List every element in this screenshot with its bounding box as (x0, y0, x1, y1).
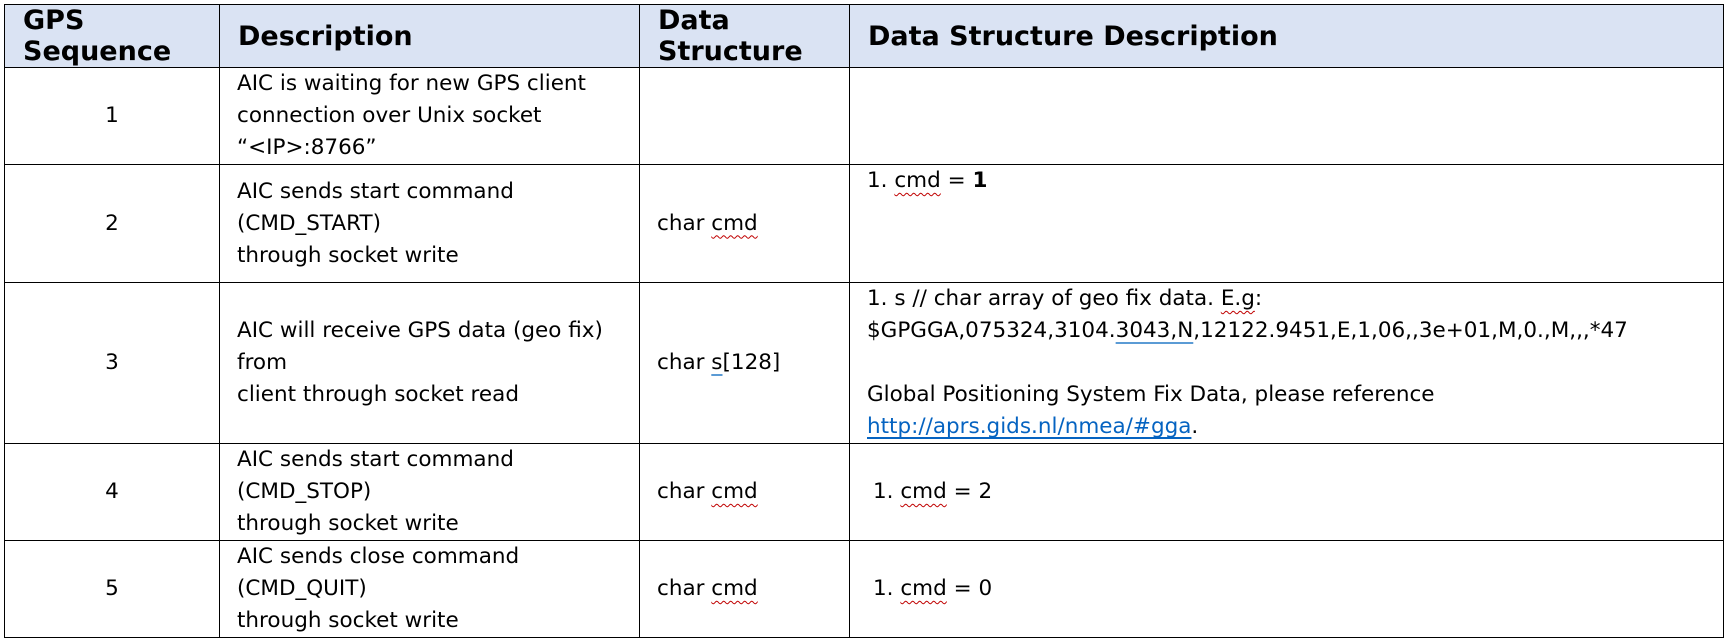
data-structure-description-cell: 1. cmd = 1 (849, 164, 1724, 283)
sequence-cell: 4 (4, 443, 220, 541)
data-structure-cell: char s[128] (639, 282, 850, 444)
data-structure-cell: char cmd (639, 540, 850, 638)
table-row: 3 AIC will receive GPS data (geo fix) fr… (4, 282, 1724, 444)
list-number: 1. (867, 168, 895, 193)
data-structure-size: [128] (722, 350, 781, 375)
eg-abbrev: E.g (1220, 286, 1255, 311)
field-name: cmd (900, 479, 947, 504)
header-description: Description (219, 4, 640, 68)
table-header-row: GPS Sequence Description Data Structure … (4, 4, 1724, 68)
data-structure-description-cell (849, 67, 1724, 165)
dsd-line: 1. cmd = 0 (867, 573, 1715, 605)
dsd-line: http://aprs.gids.nl/nmea/#gga. (867, 411, 1715, 443)
data-structure-type: char (657, 479, 712, 504)
header-data-structure: Data Structure (639, 4, 850, 68)
description-line: “<IP>:8766” (237, 135, 377, 160)
data-structure-description-cell: 1. cmd = 2 (849, 443, 1724, 541)
data-structure-cell: char cmd (639, 443, 850, 541)
field-value: 2 (978, 479, 993, 504)
field-value: 1 (972, 168, 988, 193)
description-line: connection over Unix socket (237, 103, 542, 128)
dsd-text: 1. s // char array of geo fix data. (867, 286, 1221, 311)
data-structure-type: char (657, 350, 712, 375)
data-structure-cell: char cmd (639, 164, 850, 283)
data-structure-cell (639, 67, 850, 165)
dsd-text: . (1191, 414, 1199, 439)
sequence-cell: 5 (4, 540, 220, 638)
description-line: through socket write (237, 511, 459, 536)
sequence-cell: 3 (4, 282, 220, 444)
dsd-line: 1. s // char array of geo fix data. E.g: (867, 283, 1715, 315)
data-structure-field: cmd (711, 576, 758, 601)
data-structure-field: cmd (711, 210, 758, 236)
dsd-text: : (1254, 286, 1263, 311)
description-line: client through socket read (237, 382, 519, 407)
nmea-reference-link[interactable]: http://aprs.gids.nl/nmea/#gga (867, 414, 1192, 439)
dsd-line: Global Positioning System Fix Data, plea… (867, 382, 1435, 407)
description-line: AIC sends close command (CMD_QUIT) (237, 544, 520, 601)
list-number: 1. (873, 576, 901, 601)
dsd-text: $GPGGA,075324,3104. (867, 318, 1116, 343)
description-cell: AIC sends start command (CMD_START) thro… (219, 164, 640, 283)
gps-sequence-table: GPS Sequence Description Data Structure … (4, 4, 1724, 638)
description-line: AIC will receive GPS data (geo fix) from (237, 318, 603, 375)
table-row: 5 AIC sends close command (CMD_QUIT) thr… (4, 540, 1724, 638)
header-data-structure-description: Data Structure Description (849, 4, 1724, 68)
data-structure-description-cell: 1. cmd = 0 (849, 540, 1724, 638)
description-line: through socket write (237, 242, 459, 268)
field-name: cmd (900, 576, 947, 601)
description-line: AIC sends start command (CMD_START) (237, 178, 514, 236)
equals-sign: = (946, 576, 979, 601)
sequence-cell: 1 (4, 67, 220, 165)
field-value: 0 (978, 576, 993, 601)
nmea-sentence: $GPGGA,075324,3104.3043,N,12122.9451,E,1… (867, 315, 1715, 347)
description-line: through socket write (237, 608, 459, 633)
data-structure-type: char (657, 210, 712, 236)
field-name: cmd (894, 168, 941, 193)
data-structure-type: char (657, 576, 712, 601)
dsd-line: 1. cmd = 2 (867, 476, 1715, 508)
data-structure-field: s (711, 350, 723, 375)
dsd-line: 1. cmd = 1 (867, 165, 1715, 197)
description-line: AIC is waiting for new GPS client (237, 71, 586, 96)
description-line: AIC sends start command (CMD_STOP) (237, 447, 514, 504)
table-row: 1 AIC is waiting for new GPS client conn… (4, 67, 1724, 165)
table-row: 4 AIC sends start command (CMD_STOP) thr… (4, 443, 1724, 541)
description-cell: AIC sends start command (CMD_STOP) throu… (219, 443, 640, 541)
header-gps-sequence: GPS Sequence (4, 4, 220, 68)
equals-sign: = (940, 168, 973, 193)
blank-line (867, 347, 1715, 379)
description-cell: AIC is waiting for new GPS client connec… (219, 67, 640, 165)
data-structure-field: cmd (711, 479, 758, 504)
description-cell: AIC will receive GPS data (geo fix) from… (219, 282, 640, 444)
data-structure-description-cell: 1. s // char array of geo fix data. E.g:… (849, 282, 1724, 444)
sequence-cell: 2 (4, 164, 220, 283)
description-cell: AIC sends close command (CMD_QUIT) throu… (219, 540, 640, 638)
list-number: 1. (873, 479, 901, 504)
equals-sign: = (946, 479, 979, 504)
dsd-text: ,12122.9451,E,1,06,,3e+01,M,0.,M,,,*47 (1193, 318, 1628, 343)
dsd-text-marked: 3043,N (1115, 318, 1194, 343)
table-row: 2 AIC sends start command (CMD_START) th… (4, 164, 1724, 283)
